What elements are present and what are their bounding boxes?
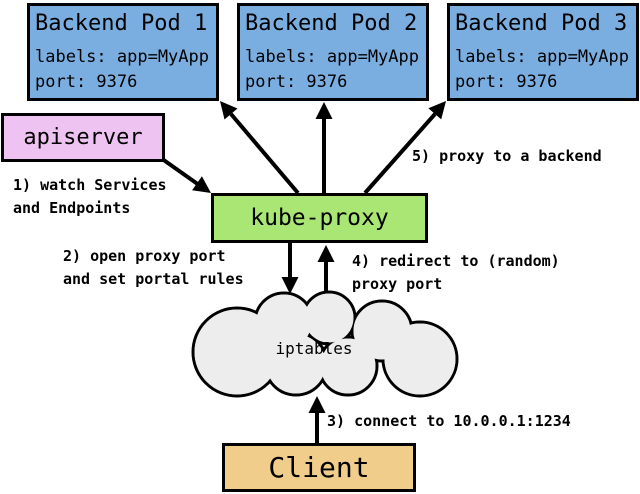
arrow-kube-proxy-to-pod1 [220, 101, 300, 195]
kube-proxy-label: kube-proxy [250, 205, 389, 231]
backend-pod-3-box: Backend Pod 3 labels: app=MyApp port: 93… [447, 3, 639, 101]
backend-pod-2-labels: labels: app=MyApp [245, 47, 419, 67]
arrow-kube-proxy-to-iptables [281, 242, 299, 294]
client-label: Client [268, 451, 370, 484]
step-2-line-1: 2) open proxy port [63, 247, 226, 265]
step-5-proxy-backend: 5) proxy to a backend [412, 145, 602, 168]
step-3-connect: 3) connect to 10.0.0.1:1234 [327, 410, 571, 433]
backend-pod-2-port: port: 9376 [245, 72, 348, 92]
backend-pod-2-box: Backend Pod 2 labels: app=MyApp port: 93… [237, 3, 429, 101]
arrow-client-to-iptables [308, 396, 326, 444]
backend-pod-1-box: Backend Pod 1 labels: app=MyApp port: 93… [27, 3, 219, 101]
step-2-open-proxy-port: 2) open proxy port and set portal rules [63, 245, 244, 291]
backend-pod-1-port: port: 9376 [35, 72, 138, 92]
step-4-redirect: 4) redirect to (random) proxy port [352, 250, 560, 296]
backend-pod-3-labels: labels: app=MyApp [455, 47, 629, 67]
arrow-kube-proxy-to-pod3 [363, 101, 446, 195]
iptables-cloud [191, 290, 459, 398]
step-1-watch-services: 1) watch Services and Endpoints [13, 174, 167, 220]
step-1-line-2: and Endpoints [13, 199, 131, 217]
iptables-label: iptables [275, 339, 353, 358]
backend-pod-2-title: Backend Pod 2 [245, 11, 418, 36]
kube-proxy-box: kube-proxy [211, 193, 428, 243]
backend-pod-1-labels: labels: app=MyApp [35, 47, 209, 67]
backend-pod-3-title: Backend Pod 3 [455, 11, 628, 36]
backend-pod-3-port: port: 9376 [455, 72, 558, 92]
step-2-line-2: and set portal rules [63, 270, 244, 288]
step-4-line-1: 4) redirect to (random) [352, 252, 560, 270]
backend-pod-1-title: Backend Pod 1 [35, 11, 208, 36]
arrow-kube-proxy-to-pod2 [315, 102, 333, 193]
step-5-line-1: 5) proxy to a backend [412, 147, 602, 165]
apiserver-box: apiserver [1, 113, 165, 162]
step-4-line-2: proxy port [352, 275, 443, 293]
client-box: Client [222, 443, 416, 492]
step-1-line-1: 1) watch Services [13, 176, 167, 194]
apiserver-label: apiserver [23, 125, 143, 150]
step-3-line-1: 3) connect to 10.0.0.1:1234 [327, 412, 571, 430]
